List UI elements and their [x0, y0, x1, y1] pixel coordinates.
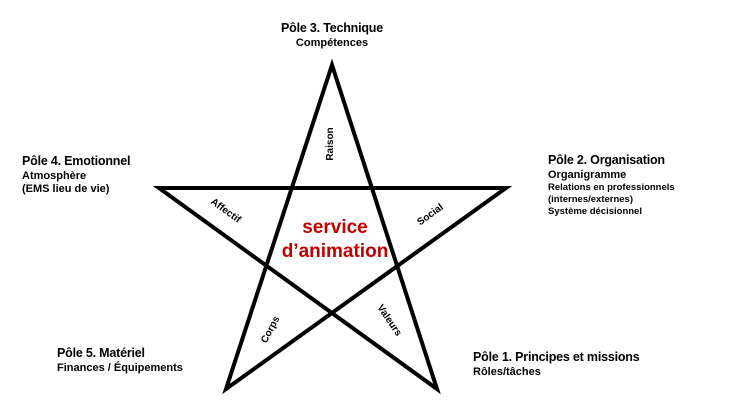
pole-materiel-title: Pôle 5. Matériel	[57, 346, 145, 360]
label-raison: Raison	[325, 127, 336, 160]
label-corps: Corps	[259, 314, 282, 345]
center-label-line-1: service	[302, 217, 368, 238]
pole-organisation-detail: Système décisionnel	[548, 206, 642, 218]
pole-emotionnel-line: (EMS lieu de vie)	[22, 183, 110, 196]
center-label-line-2: d’animation	[282, 241, 389, 262]
pole-materiel-subtitle: Finances / Équipements	[57, 361, 183, 374]
pole-technique: Pôle 3. Technique Compétences	[281, 21, 383, 50]
label-valeurs: Valeurs	[375, 303, 404, 339]
pole-organisation: Pôle 2. Organisation Organigramme Relati…	[548, 153, 675, 218]
pole-organisation-detail: (internes/externes)	[548, 194, 634, 206]
label-affectif: Affectif	[208, 196, 243, 226]
pole-principes-title: Pôle 1. Principes et missions	[473, 350, 640, 364]
pole-materiel: Pôle 5. Matériel Finances / Équipements	[57, 346, 183, 375]
pole-organisation-subtitle: Organigramme	[548, 168, 627, 181]
pole-emotionnel-title: Pôle 4. Emotionnel	[22, 154, 131, 168]
pole-principes: Pôle 1. Principes et missions Rôles/tâch…	[473, 350, 640, 379]
pentagram-star	[152, 58, 513, 395]
pole-emotionnel-line: Atmosphère	[22, 169, 87, 182]
pole-principes-subtitle: Rôles/tâches	[473, 365, 541, 378]
label-social: Social	[415, 202, 445, 228]
pole-emotionnel: Pôle 4. Emotionnel Atmosphère (EMS lieu …	[22, 154, 130, 197]
pole-technique-subtitle: Compétences	[295, 36, 369, 49]
pole-organisation-title: Pôle 2. Organisation	[548, 153, 665, 167]
pole-organisation-detail: Relations en professionnels	[548, 182, 675, 194]
pole-technique-title: Pôle 3. Technique	[281, 21, 383, 35]
